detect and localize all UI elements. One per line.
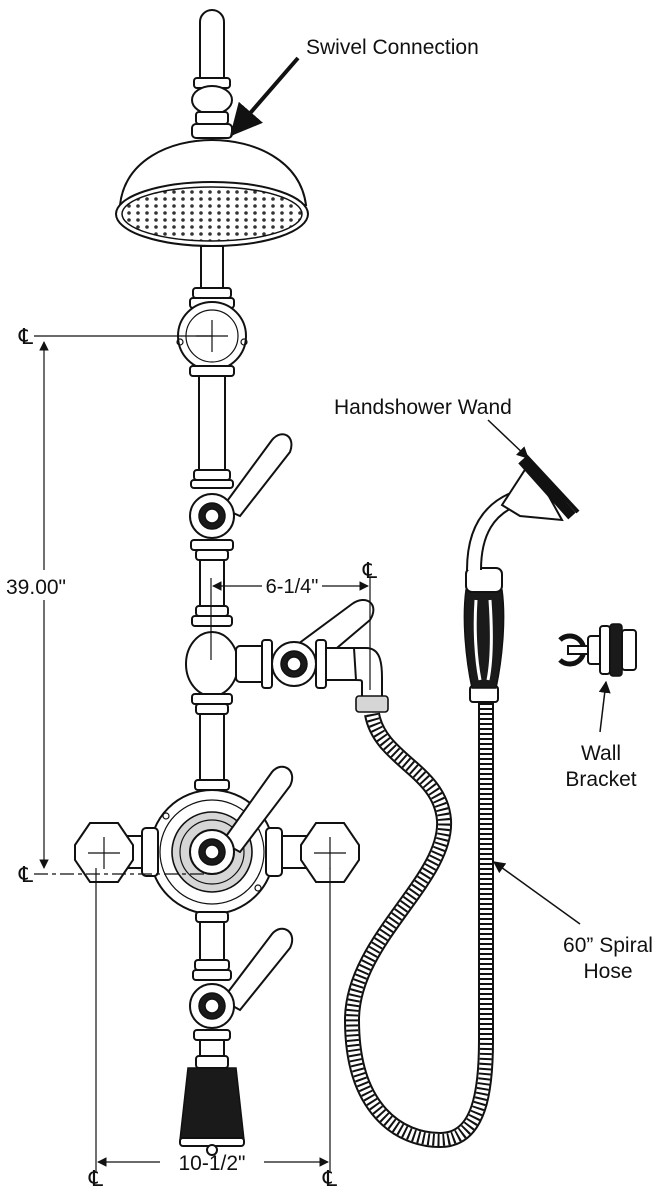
centerline-symbol-valve: ℄	[18, 862, 34, 887]
centerline-symbol-outlet: ℄	[362, 558, 378, 583]
shower-head-nozzles	[121, 186, 303, 242]
bracket-callout-arrow	[598, 680, 611, 733]
offset-dimension-label: 6-1/4"	[266, 576, 319, 598]
wall-bracket-label-line2: Bracket	[565, 768, 636, 791]
lower-riser	[189, 911, 293, 1059]
hose-callout-arrow	[493, 861, 581, 925]
tee-body	[185, 631, 239, 697]
upper-diverter-valve	[189, 433, 293, 539]
wall-bracket	[558, 623, 637, 677]
upper-riser	[176, 245, 248, 489]
centerline-symbol-top: ℄	[18, 324, 34, 349]
handshower-wand-label: Handshower Wand	[334, 396, 512, 419]
centerline-symbol-left-inlet: ℄	[88, 1166, 104, 1187]
spiral-hose-label-line2: Hose	[583, 960, 632, 983]
spiral-hose	[343, 700, 494, 1149]
wall-bracket-label-line1: Wall	[581, 742, 621, 765]
spiral-hose-label-line1: 60” Spiral	[563, 934, 653, 957]
handshower-outlet	[235, 599, 389, 713]
wand-callout-arrow	[487, 419, 529, 459]
thermostatic-valve	[74, 765, 360, 915]
rain-shower-head	[115, 9, 309, 247]
height-dimension-label: 39.00"	[6, 576, 66, 599]
swivel-connection-label: Swivel Connection	[306, 36, 479, 59]
centerline-symbol-right-inlet: ℄	[322, 1166, 338, 1187]
swivel-callout-arrow	[229, 56, 300, 137]
handshower-wand	[463, 454, 580, 703]
dimension-lines	[34, 320, 371, 1172]
width-dimension-label: 10-1/2"	[179, 1152, 246, 1175]
tub-spout	[179, 1055, 245, 1156]
middle-riser	[185, 539, 239, 791]
